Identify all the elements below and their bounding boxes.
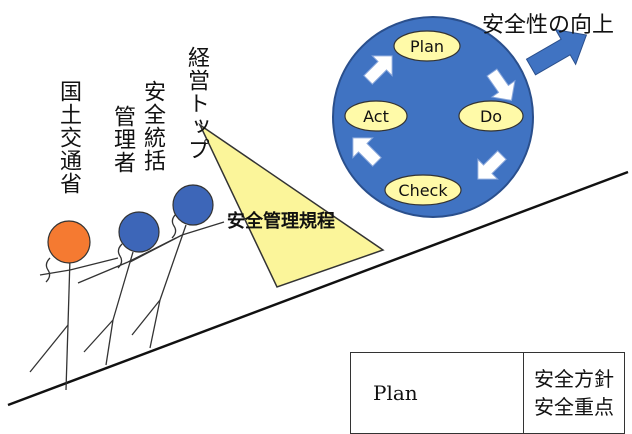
step-act-label: Act bbox=[363, 107, 389, 126]
safety-rule-wedge bbox=[198, 122, 385, 288]
step-plan-label: Plan bbox=[410, 37, 444, 56]
table-desc-line1: 安全方針 bbox=[534, 367, 614, 391]
step-check: Check bbox=[384, 174, 462, 206]
label-ministry: 国土交通省 bbox=[56, 80, 81, 195]
label-safety-manager-line2: 管理者 bbox=[110, 105, 135, 174]
figure-ministry bbox=[29, 257, 119, 391]
step-plan: Plan bbox=[393, 30, 461, 62]
table-row: Plan 安全方針 安全重点 bbox=[350, 352, 625, 434]
step-act: Act bbox=[344, 100, 408, 132]
avatar-ministry bbox=[47, 220, 91, 264]
table-cell-desc: 安全方針 安全重点 bbox=[523, 352, 625, 434]
cycle-arrows bbox=[352, 55, 516, 180]
goal-label: 安全性の向上 bbox=[482, 13, 615, 38]
table-cell-key: Plan bbox=[350, 352, 524, 434]
wedge-label: 安全管理規程 bbox=[227, 210, 335, 232]
arrow-plan-to-do-icon bbox=[486, 68, 516, 101]
label-safety-manager-line1: 安全統括 bbox=[140, 80, 165, 172]
slope-line bbox=[7, 170, 629, 407]
table-desc-line2: 安全重点 bbox=[534, 395, 614, 419]
pdca-diagram: 安全管理規程 Plan Do Check Act bbox=[7, 16, 629, 407]
arrow-do-to-check-icon bbox=[477, 150, 507, 180]
step-do: Do bbox=[458, 100, 524, 132]
figure-safety-manager bbox=[77, 237, 177, 366]
arrow-act-to-plan-icon bbox=[363, 55, 393, 85]
avatar-safety-manager bbox=[118, 211, 160, 253]
avatar-top-management bbox=[172, 184, 214, 226]
step-do-label: Do bbox=[480, 107, 502, 126]
pdca-table: Plan 安全方針 安全重点 bbox=[350, 352, 625, 434]
step-check-label: Check bbox=[398, 181, 448, 200]
label-top-management: 経営トップ bbox=[184, 46, 209, 161]
arrow-check-to-act-icon bbox=[352, 137, 382, 167]
improvement-arrow-icon bbox=[525, 29, 588, 76]
